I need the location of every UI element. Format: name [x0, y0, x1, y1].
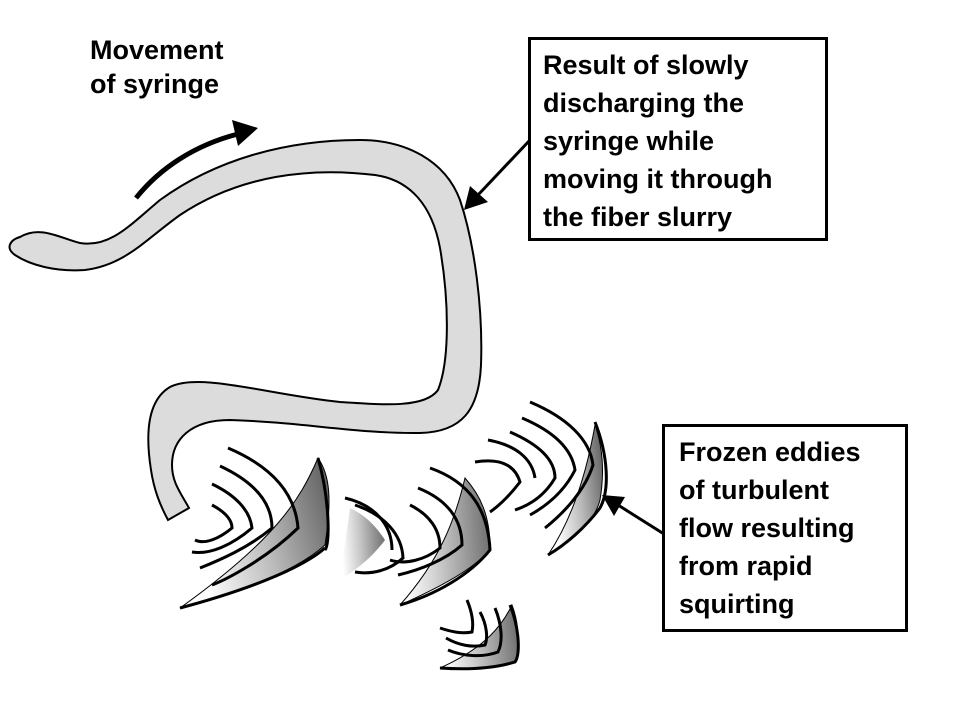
eddies-line-4: from rapid	[679, 551, 813, 581]
movement-label-line-1: Movement	[90, 35, 224, 65]
slow-discharge-callout: Result of slowly discharging the syringe…	[528, 37, 828, 241]
movement-arrow	[134, 120, 258, 200]
eddy-cluster-left	[179, 446, 330, 610]
slow-discharge-line-3: syringe while	[543, 126, 715, 156]
eddies-line-1: Frozen eddies	[679, 437, 861, 467]
eddy-cluster-upper-right	[474, 400, 608, 557]
slow-discharge-line-5: the fiber slurry	[543, 202, 733, 232]
slow-discharge-stream	[8, 138, 483, 522]
slow-discharge-line-1: Result of slowly	[543, 50, 749, 80]
eddies-line-5: squirting	[679, 589, 795, 619]
eddies-line-2: of turbulent	[679, 475, 829, 505]
eddies-line-3: flow resulting	[679, 513, 855, 543]
movement-label: Movement of syringe	[90, 33, 224, 101]
eddies-pointer	[602, 495, 665, 536]
movement-label-line-2: of syringe	[90, 69, 220, 99]
slow-discharge-line-2: discharging the	[543, 88, 745, 118]
eddy-cluster-bottom	[439, 599, 520, 671]
slow-discharge-pointer	[464, 138, 532, 210]
slow-discharge-line-4: moving it through	[543, 164, 773, 194]
eddies-callout: Frozen eddies of turbulent flow resultin…	[662, 424, 908, 632]
eddy-cluster-middle	[340, 466, 492, 607]
